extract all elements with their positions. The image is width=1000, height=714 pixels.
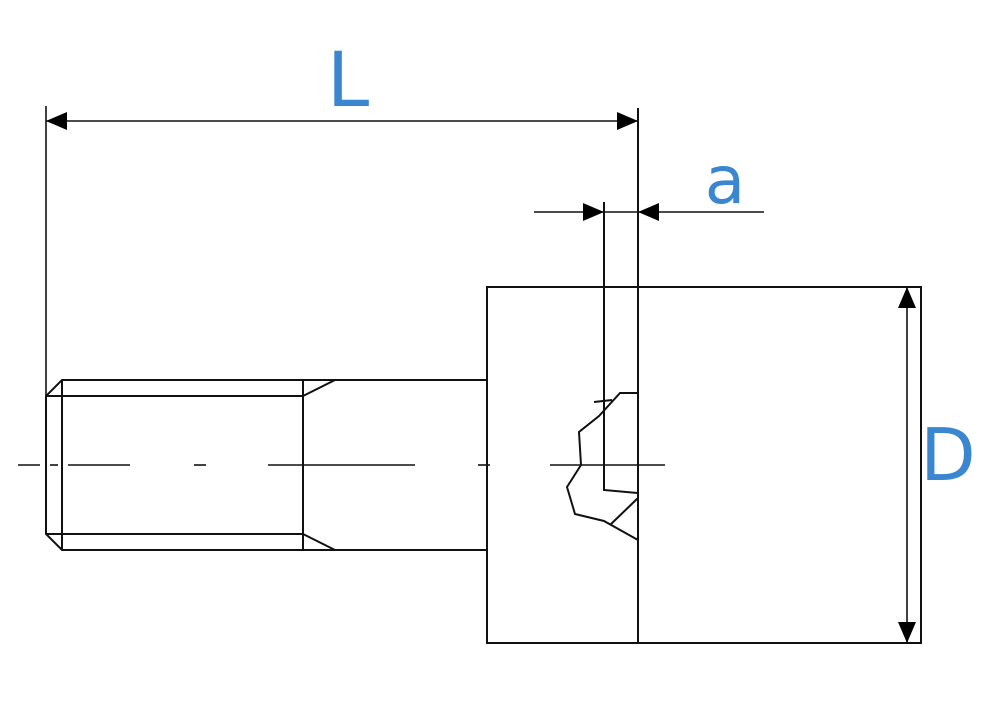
length-label: L xyxy=(327,35,369,124)
offset-label: a xyxy=(705,142,745,219)
socket-breakout xyxy=(565,202,639,541)
bolt-head xyxy=(486,286,922,644)
dimension-offset xyxy=(534,203,764,221)
dimension-length xyxy=(45,106,638,396)
threaded-shank xyxy=(45,379,487,551)
dimension-diameter xyxy=(898,287,916,643)
diameter-label: D xyxy=(920,413,975,497)
